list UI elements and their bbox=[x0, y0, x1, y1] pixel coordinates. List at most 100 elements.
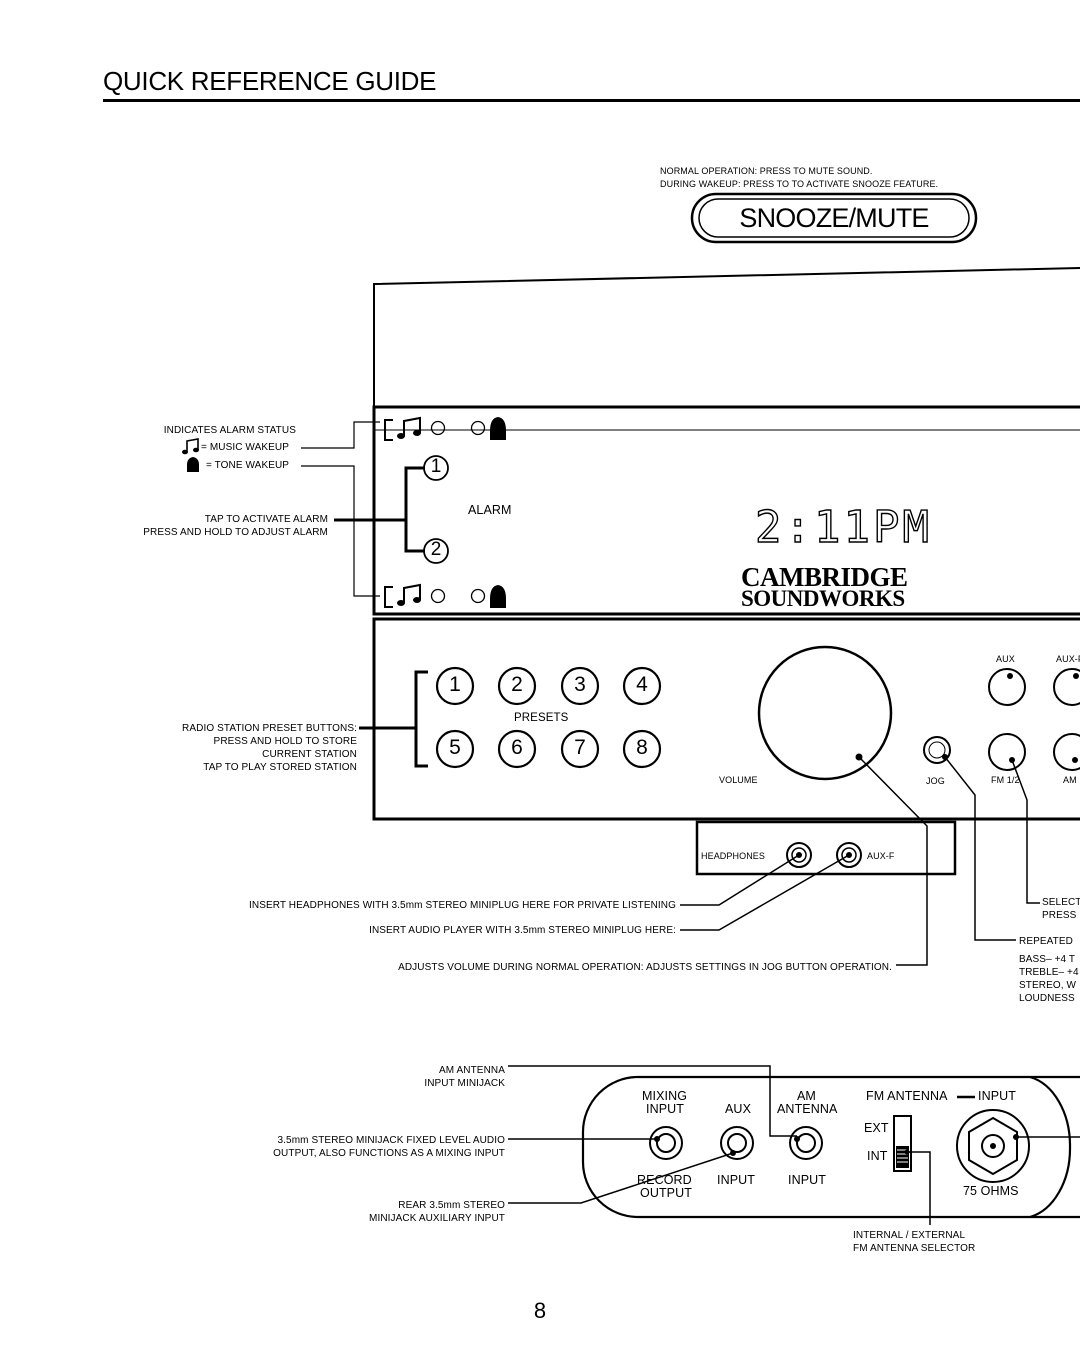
am-antenna-jack bbox=[789, 1126, 823, 1160]
fm-antenna-label: FM ANTENNA bbox=[866, 1089, 948, 1103]
jog-button[interactable] bbox=[924, 737, 950, 763]
snooze-mute-button[interactable]: SNOOZE/MUTE bbox=[739, 203, 929, 233]
mixing-note-2: OUTPUT, ALSO FUNCTIONS AS A MIXING INPUT bbox=[273, 1148, 505, 1159]
snooze-inner-outline bbox=[698, 198, 970, 238]
preset-button-2[interactable]: 2 bbox=[511, 673, 523, 696]
volume-knob[interactable] bbox=[759, 647, 891, 779]
presets-note-1: RADIO STATION PRESET BUTTONS: bbox=[182, 723, 357, 734]
music-indicator-icon bbox=[430, 420, 446, 436]
fm-antenna-connector bbox=[956, 1109, 1030, 1183]
aux-button[interactable] bbox=[989, 669, 1025, 705]
music-indicator-icon bbox=[430, 588, 446, 604]
antenna-switch bbox=[893, 1115, 912, 1172]
preset-button-6[interactable]: 6 bbox=[511, 736, 523, 759]
audio-player-note: INSERT AUDIO PLAYER WITH 3.5mm STEREO MI… bbox=[369, 925, 676, 936]
selector-note-2: FM ANTENNA SELECTOR bbox=[853, 1243, 976, 1254]
page-title: QUICK REFERENCE GUIDE bbox=[103, 66, 437, 96]
select-note: SELECT bbox=[1042, 897, 1080, 908]
am-button[interactable] bbox=[1054, 734, 1080, 770]
music-note-icon bbox=[182, 438, 199, 455]
volume-knob-outline bbox=[757, 645, 893, 781]
aux-label: AUX bbox=[996, 654, 1015, 664]
selector-note-1: INTERNAL / EXTERNAL bbox=[853, 1230, 966, 1241]
loudness-note: LOUDNESS bbox=[1019, 993, 1075, 1004]
aux-input-jack bbox=[720, 1126, 754, 1160]
press-note: PRESS bbox=[1042, 910, 1077, 921]
mixing-input-jack bbox=[649, 1126, 683, 1160]
snooze-note-1: NORMAL OPERATION: PRESS TO MUTE SOUND. bbox=[660, 166, 873, 176]
music-note-icon bbox=[397, 583, 421, 606]
preset-button-3[interactable]: 3 bbox=[574, 673, 586, 696]
presets-note-4: TAP TO PLAY STORED STATION bbox=[203, 762, 357, 773]
mixing-input-label: INPUT bbox=[646, 1102, 684, 1116]
alarm-button-1[interactable]: 1 bbox=[430, 456, 442, 477]
aux-f-button[interactable] bbox=[1054, 669, 1080, 705]
tone-indicator-icon bbox=[470, 420, 486, 436]
fm-input-label: INPUT bbox=[978, 1089, 1016, 1103]
bell-icon bbox=[187, 457, 199, 472]
treble-note: TREBLE– +4 bbox=[1019, 967, 1079, 978]
page-number: 8 bbox=[533, 1298, 547, 1323]
top-housing bbox=[373, 267, 1080, 430]
ohms-label: 75 OHMS bbox=[963, 1184, 1019, 1198]
mixing-note-1: 3.5mm STEREO MINIJACK FIXED LEVEL AUDIO bbox=[277, 1135, 505, 1146]
music-wakeup-legend: = MUSIC WAKEUP bbox=[201, 442, 289, 453]
presets-label: PRESETS bbox=[514, 712, 569, 724]
bell-icon bbox=[490, 417, 506, 440]
alarm-status-title: INDICATES ALARM STATUS bbox=[163, 425, 296, 436]
int-label: INT bbox=[867, 1149, 888, 1163]
antenna-selector-switch[interactable] bbox=[892, 1114, 913, 1173]
control-panel bbox=[372, 617, 1080, 821]
preset-buttons bbox=[435, 666, 662, 769]
bass-note: BASS– +4 T bbox=[1019, 954, 1076, 965]
brand-line-1: CAMBRIDGE bbox=[741, 562, 908, 592]
presets-note-2: PRESS AND HOLD TO STORE bbox=[213, 736, 357, 747]
display-panel bbox=[372, 405, 1080, 616]
repeated-note: REPEATED bbox=[1019, 936, 1073, 947]
am-antenna-note-2: INPUT MINIJACK bbox=[424, 1078, 505, 1089]
fm12-label: FM 1/2 bbox=[991, 775, 1020, 785]
rear-panel bbox=[581, 1075, 1080, 1219]
aux-rear-label: AUX bbox=[725, 1102, 752, 1116]
aux-input-label: INPUT bbox=[717, 1173, 755, 1187]
snooze-note-2: DURING WAKEUP: PRESS TO TO ACTIVATE SNOO… bbox=[660, 179, 939, 189]
record-label: RECORD bbox=[637, 1173, 692, 1187]
mixing-label: MIXING bbox=[642, 1089, 688, 1103]
ext-label: EXT bbox=[864, 1121, 889, 1135]
aux-rear-note-1: REAR 3.5mm STEREO bbox=[398, 1200, 505, 1211]
headphones-note: INSERT HEADPHONES WITH 3.5mm STEREO MINI… bbox=[249, 900, 676, 911]
output-label: OUTPUT bbox=[640, 1186, 692, 1200]
tone-indicator-icon bbox=[470, 588, 486, 604]
alarm-hold-note: PRESS AND HOLD TO ADJUST ALARM bbox=[143, 527, 328, 538]
am-antenna-note-1: AM ANTENNA bbox=[438, 1065, 505, 1076]
fm12-button[interactable] bbox=[989, 734, 1025, 770]
preset-button-1[interactable]: 1 bbox=[449, 673, 461, 696]
alarm-label: ALARM bbox=[468, 503, 512, 517]
volume-label: VOLUME bbox=[719, 775, 758, 785]
volume-note: ADJUSTS VOLUME DURING NORMAL OPERATION: … bbox=[398, 962, 892, 973]
headphone-module bbox=[695, 820, 957, 876]
preset-button-8[interactable]: 8 bbox=[636, 736, 648, 759]
am-rear-label: AM bbox=[797, 1089, 816, 1103]
am-input-label: INPUT bbox=[788, 1173, 826, 1187]
tone-wakeup-legend: = TONE WAKEUP bbox=[206, 460, 290, 471]
music-note-icon bbox=[397, 416, 421, 439]
aux-f-top-label: AUX-F bbox=[1056, 654, 1080, 664]
brand-line-2: SOUNDWORKS bbox=[741, 586, 905, 611]
snooze-outer-outline bbox=[690, 192, 978, 244]
presets-note-3: CURRENT STATION bbox=[262, 749, 357, 760]
aux-rear-note-2: MINIJACK AUXILIARY INPUT bbox=[369, 1213, 505, 1224]
alarm-button-2[interactable]: 2 bbox=[430, 539, 442, 560]
clock-display: 2:11PM bbox=[754, 501, 932, 553]
headphones-label: HEADPHONES bbox=[701, 851, 766, 861]
title-rule bbox=[103, 99, 1080, 102]
antenna-rear-label: ANTENNA bbox=[777, 1102, 838, 1116]
stereo-note: STEREO, W bbox=[1019, 980, 1077, 991]
alarm-tap-note: TAP TO ACTIVATE ALARM bbox=[204, 514, 328, 525]
preset-button-7[interactable]: 7 bbox=[574, 736, 586, 759]
aux-f-jack-label: AUX-F bbox=[867, 851, 895, 861]
preset-button-5[interactable]: 5 bbox=[449, 736, 461, 759]
bell-icon bbox=[490, 585, 506, 608]
preset-button-4[interactable]: 4 bbox=[636, 673, 648, 696]
